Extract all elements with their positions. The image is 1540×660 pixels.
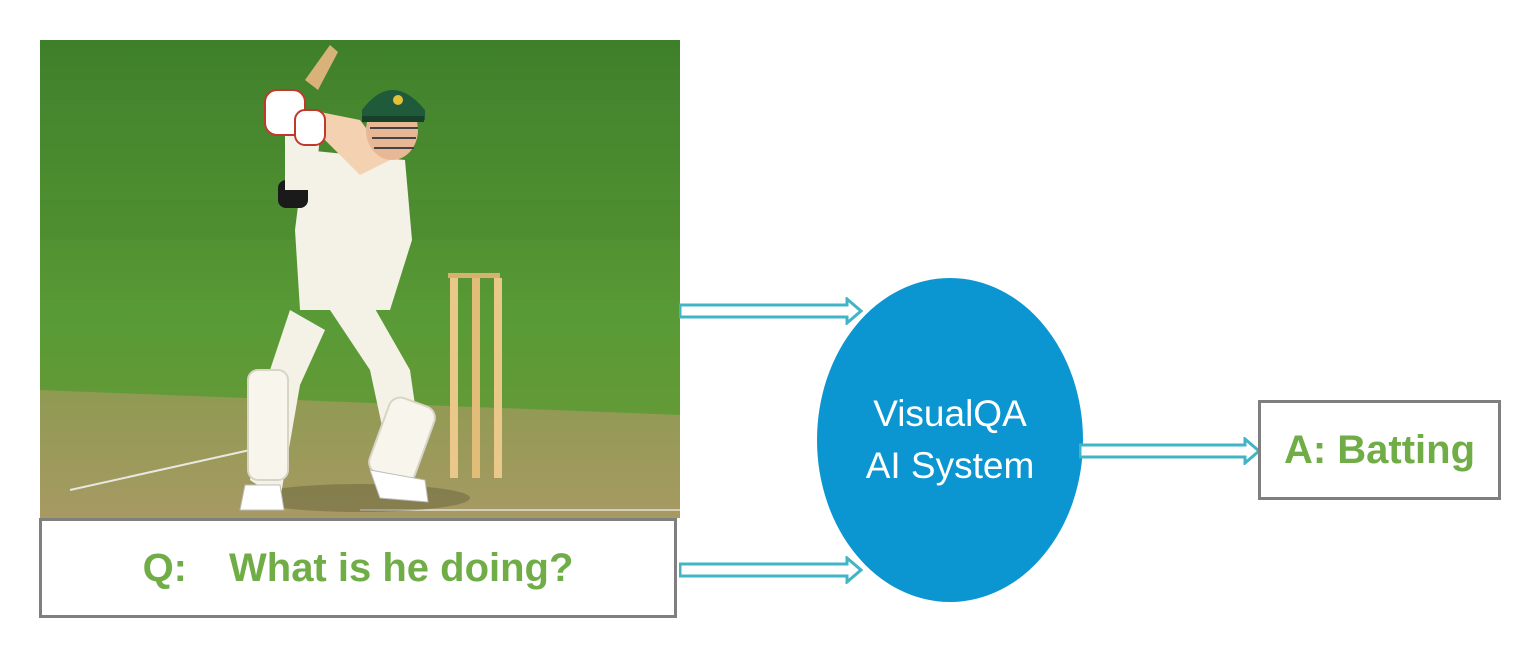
arrow-image-to-system <box>679 297 864 325</box>
answer-box: A: Batting <box>1258 400 1501 500</box>
batsman <box>239 45 436 511</box>
cricket-photo <box>40 40 680 518</box>
system-label-line2: AI System <box>865 445 1035 486</box>
question-text: What is he doing? <box>229 545 574 590</box>
question-box: Q: What is he doing? <box>39 518 677 618</box>
arrow-question-to-system <box>679 556 864 584</box>
answer-text: A: Batting <box>1283 427 1476 472</box>
stumps <box>448 273 502 478</box>
question-prefix: Q: <box>142 545 187 590</box>
arrow-system-to-answer <box>1079 437 1262 465</box>
cricket-scene-illustration <box>40 40 680 518</box>
visualqa-system-node: VisualQA AI System <box>817 278 1083 602</box>
system-label-line1: VisualQA <box>873 393 1027 434</box>
